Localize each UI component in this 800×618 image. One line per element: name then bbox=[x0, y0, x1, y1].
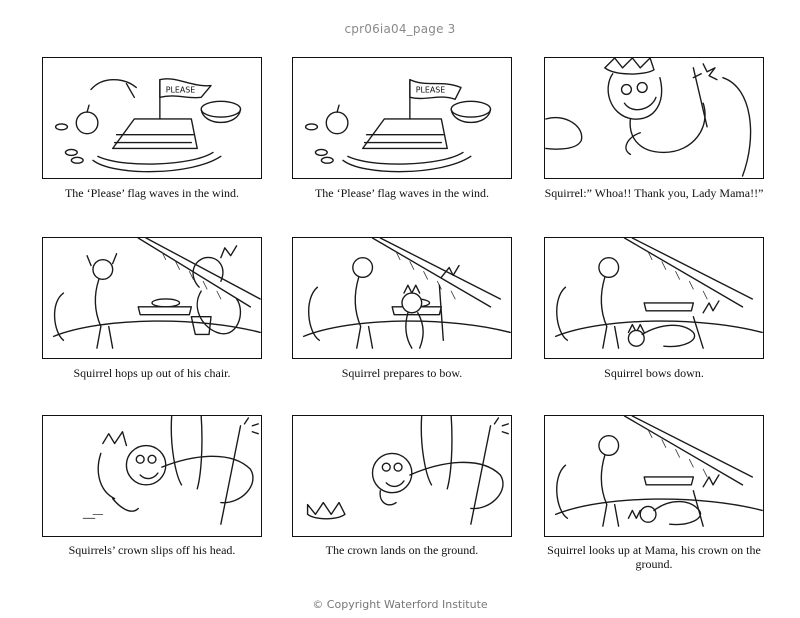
storyboard-panel-1: PLEASE bbox=[42, 57, 262, 179]
storyboard-panel-7 bbox=[42, 415, 262, 537]
panel-6-caption: Squirrel bows down. bbox=[604, 366, 704, 380]
flag-text: PLEASE bbox=[416, 85, 445, 94]
sandwich-flag-drawing: PLEASE bbox=[304, 78, 492, 173]
storyboard-panel-5 bbox=[292, 237, 512, 359]
panel-5-caption: Squirrel prepares to bow. bbox=[341, 366, 463, 380]
squirrel-prepares-drawing bbox=[302, 238, 511, 349]
sandwich-flag-drawing: PLEASE bbox=[54, 78, 242, 173]
crown-lands-drawing bbox=[306, 416, 509, 525]
panel-4-caption: Squirrel hops up out of his chair. bbox=[73, 366, 231, 380]
storyboard-panel-6 bbox=[544, 237, 764, 359]
flag-text: PLEASE bbox=[166, 85, 195, 94]
panel-7-caption: Squirrels’ crown slips off his head. bbox=[68, 543, 236, 557]
panel-9-caption: Squirrel looks up at Mama, his crown on … bbox=[547, 543, 761, 571]
squirrel-looks-up-drawing bbox=[554, 416, 763, 527]
squirrel-hops-drawing bbox=[52, 238, 261, 349]
panel-3-caption: Squirrel:” Whoa!! Thank you, Lady Mama!!… bbox=[544, 186, 764, 200]
squirrel-bows-drawing bbox=[554, 238, 763, 349]
storyboard-panel-4 bbox=[42, 237, 262, 359]
panel-1-caption: The ‘Please’ flag waves in the wind. bbox=[64, 186, 240, 200]
page-title: cpr06ia04_page 3 bbox=[344, 22, 456, 36]
storyboard-panel-9 bbox=[544, 415, 764, 537]
squirrel-thanks-drawing bbox=[545, 58, 752, 177]
panel-2-caption: The ‘Please’ flag waves in the wind. bbox=[314, 186, 490, 200]
storyboard-panel-3 bbox=[544, 57, 764, 179]
panel-8-caption: The crown lands on the ground. bbox=[325, 543, 479, 557]
storyboard-panel-8 bbox=[292, 415, 512, 537]
storyboard-panel-2: PLEASE bbox=[292, 57, 512, 179]
crown-slips-drawing bbox=[82, 416, 259, 525]
copyright-footer: © Copyright Waterford Institute bbox=[312, 598, 488, 611]
